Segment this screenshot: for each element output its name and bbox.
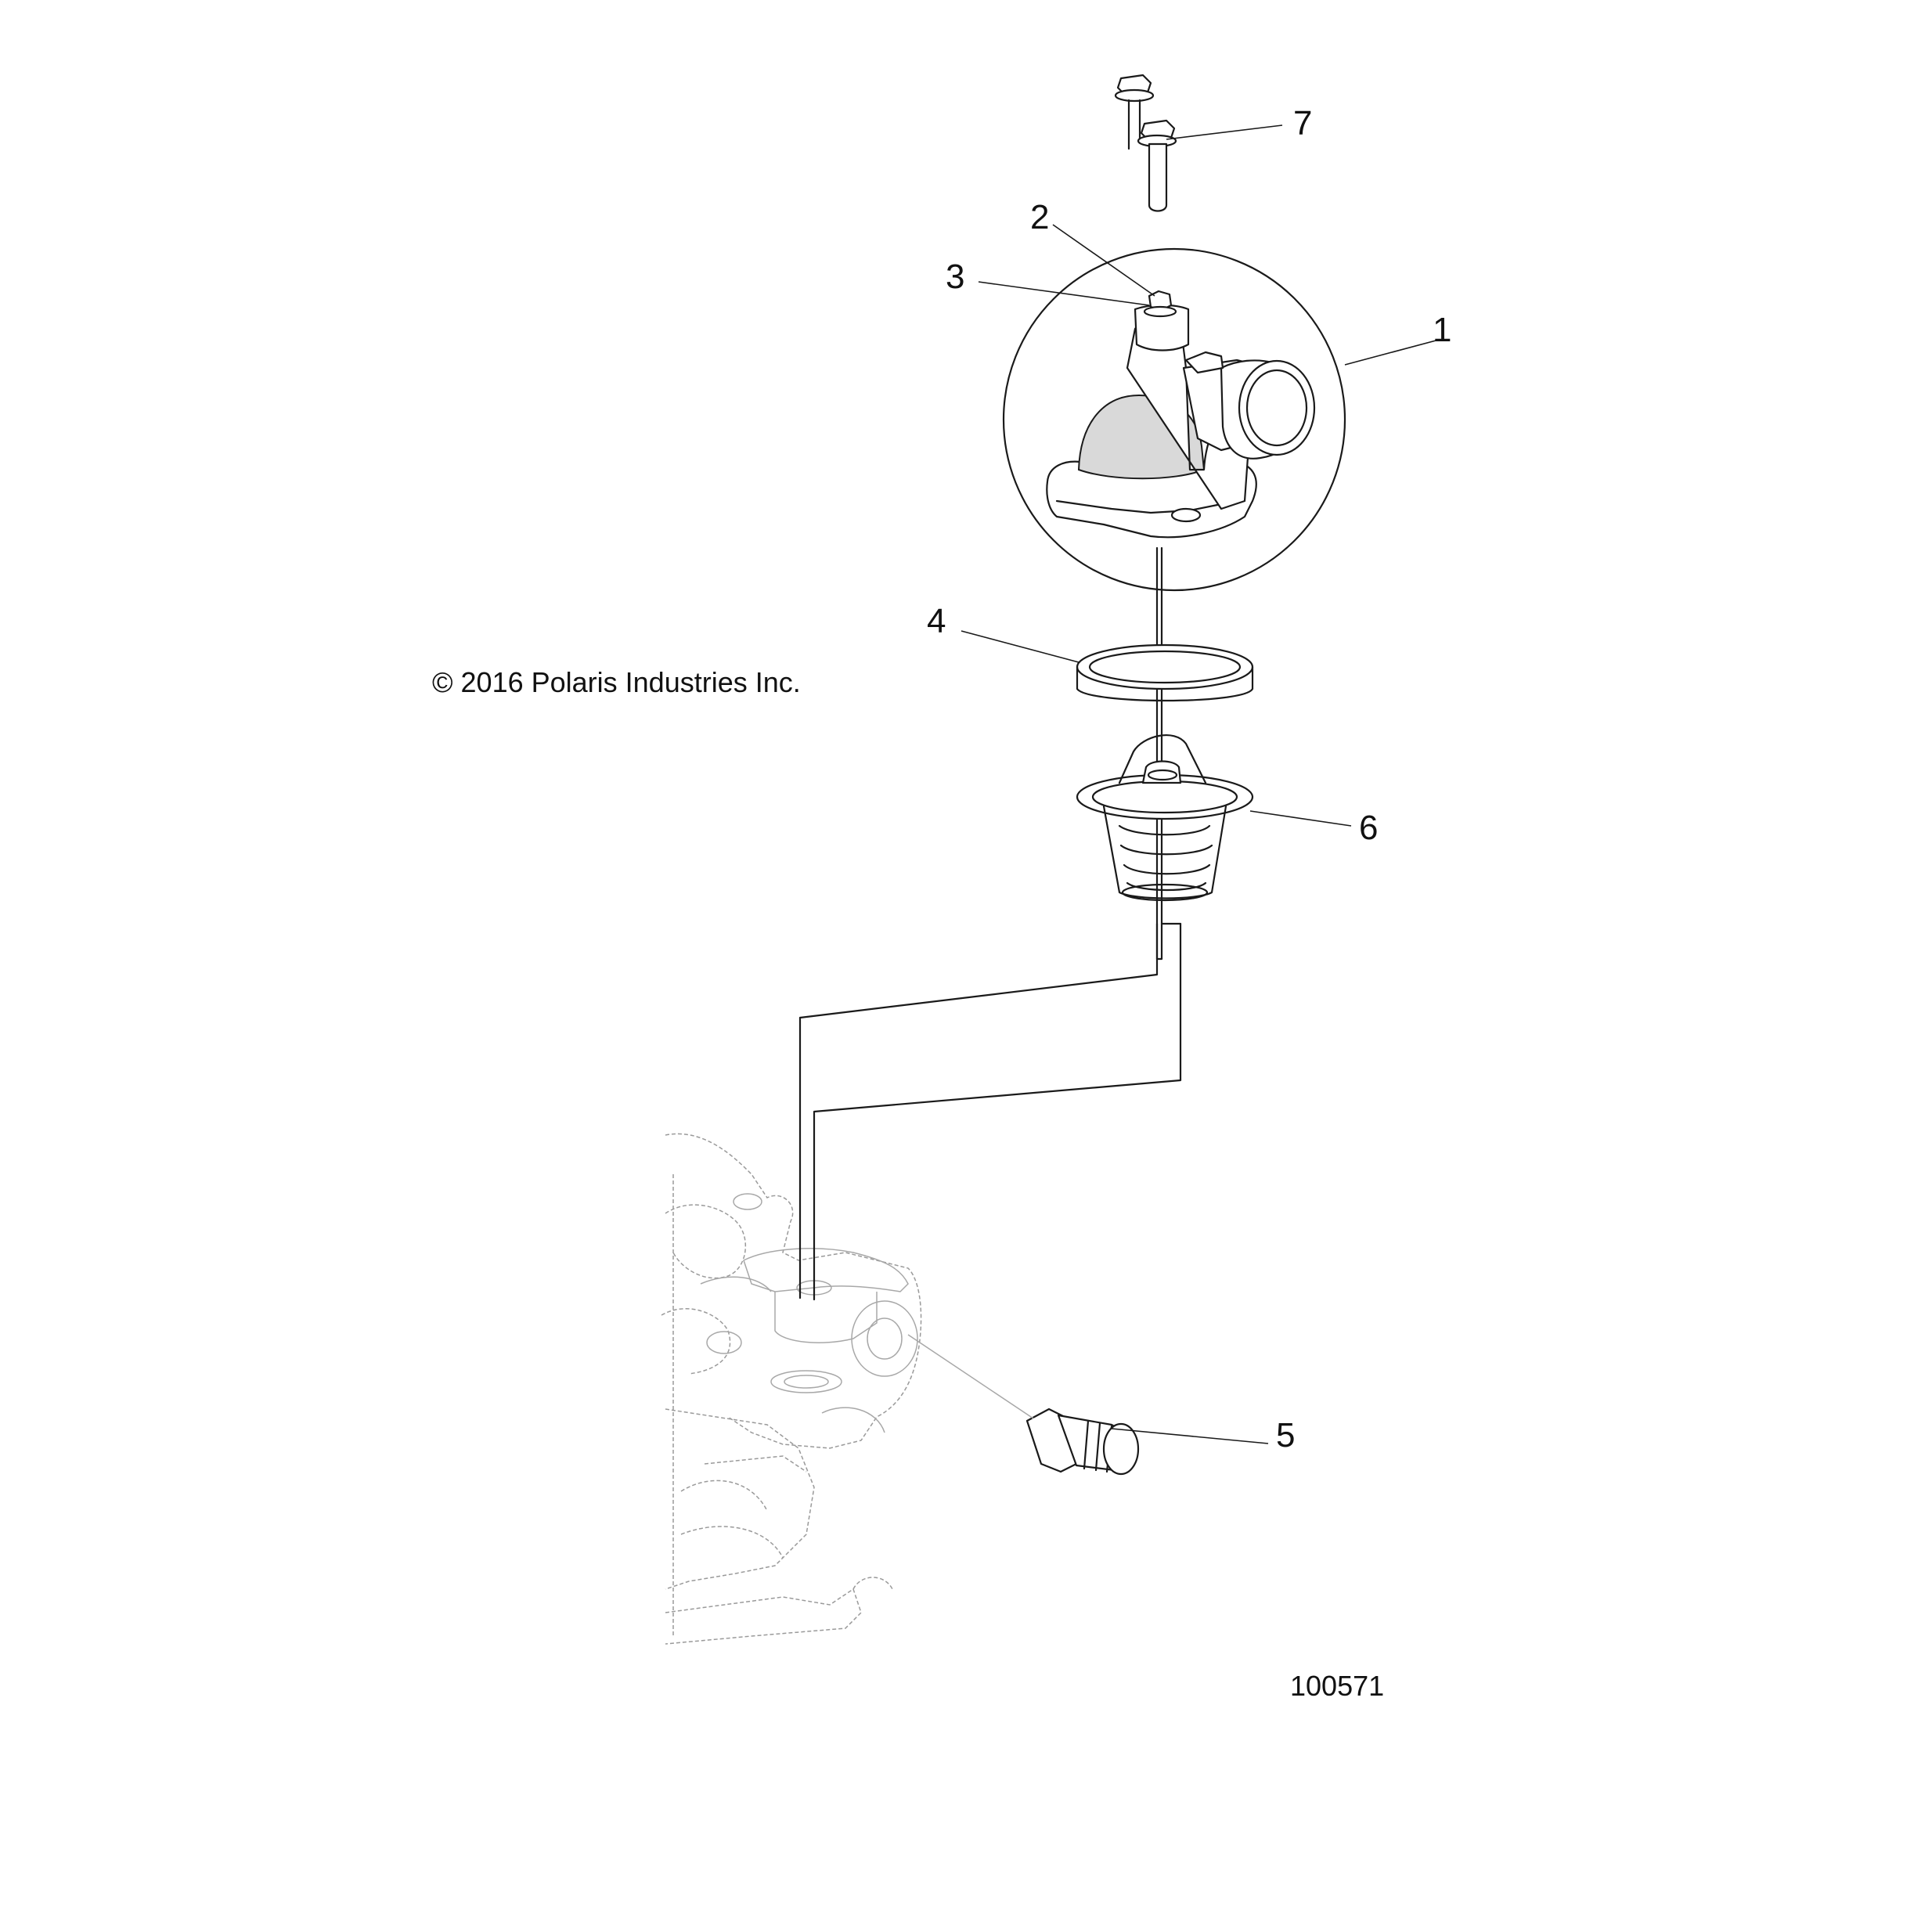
seal-ring — [1076, 643, 1254, 702]
drawing-number: 100571 — [1290, 1670, 1384, 1702]
callout-1: 1 — [1433, 311, 1451, 349]
callout-4: 4 — [927, 602, 946, 640]
bolt-upper — [1114, 74, 1155, 150]
engine-head-ghost — [661, 1133, 922, 1645]
assembly-centerline — [798, 546, 1182, 1301]
callout-3: 3 — [946, 258, 964, 296]
bleed-screw — [1143, 290, 1177, 318]
callout-labels: 7 2 3 1 4 6 5 — [927, 104, 1451, 1454]
callout-5: 5 — [1276, 1416, 1295, 1454]
thermostat — [1076, 734, 1254, 902]
callout-2: 2 — [1030, 198, 1049, 236]
hose-fitting — [907, 1334, 1140, 1476]
leader-lines — [961, 124, 1440, 1444]
callout-6: 6 — [1359, 809, 1378, 847]
copyright-notice: © 2016 Polaris Industries Inc. — [432, 666, 801, 698]
thermostat-housing — [1002, 247, 1346, 592]
bolt-lower — [1137, 119, 1177, 212]
callout-7: 7 — [1293, 104, 1312, 142]
